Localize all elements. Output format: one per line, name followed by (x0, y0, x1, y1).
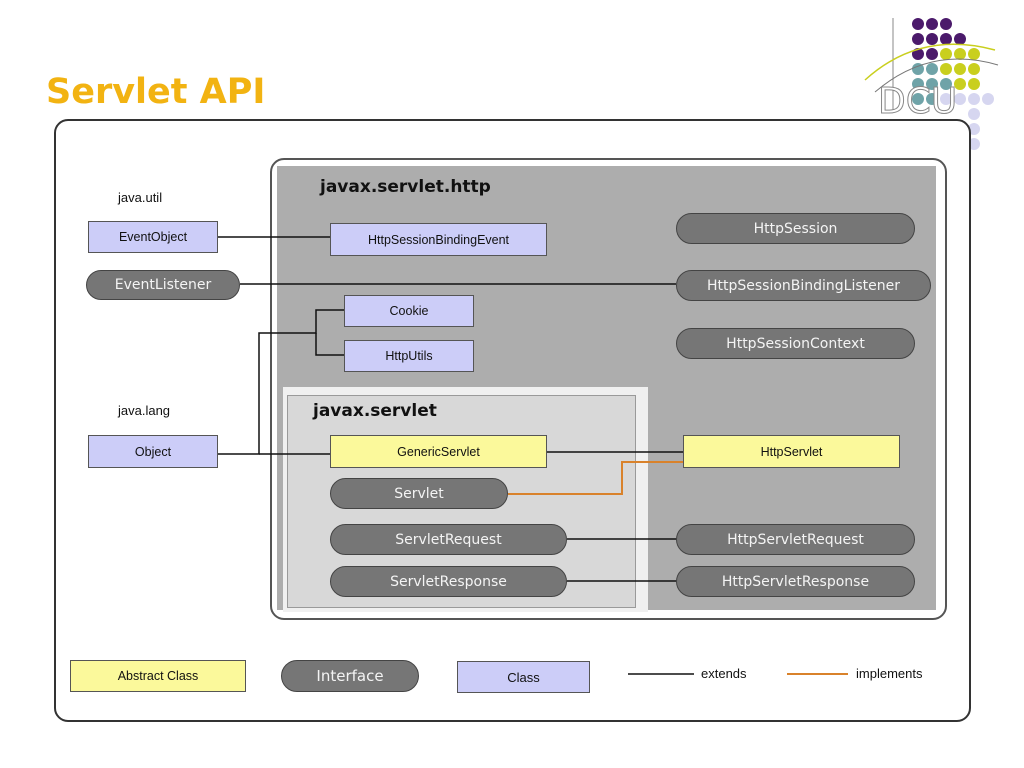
node-servletresponse[interactable]: ServletResponse (330, 566, 567, 597)
package-label-java-util: java.util (118, 190, 163, 205)
extends-line-object-httputils (315, 333, 344, 356)
legend-implements-label: implements (856, 666, 923, 681)
implements-line-servlet (508, 461, 683, 495)
node-eventobject[interactable]: EventObject (88, 221, 218, 253)
legend-interface: Interface (281, 660, 419, 692)
node-servlet[interactable]: Servlet (330, 478, 508, 509)
legend-extends-label: extends (701, 666, 747, 681)
slide-title: Servlet API (46, 72, 266, 112)
legend-class: Class (457, 661, 590, 693)
node-httpservletrequest[interactable]: HttpServletRequest (676, 524, 915, 555)
node-httputils[interactable]: HttpUtils (344, 340, 474, 372)
node-httpsessionbindinglistener[interactable]: HttpSessionBindingListener (676, 270, 931, 301)
package-label-servlet: javax.servlet (313, 401, 437, 421)
node-servletrequest[interactable]: ServletRequest (330, 524, 567, 555)
extends-line-object-cookie (218, 309, 344, 455)
dcu-logo: DCU (864, 18, 999, 150)
node-eventlistener[interactable]: EventListener (86, 270, 240, 300)
package-label-http: javax.servlet.http (320, 177, 491, 197)
node-httpsession[interactable]: HttpSession (676, 213, 915, 244)
node-httpservlet[interactable]: HttpServlet (683, 435, 900, 468)
node-httpsessioncontext[interactable]: HttpSessionContext (676, 328, 915, 359)
node-genericservlet[interactable]: GenericServlet (330, 435, 547, 468)
node-httpservletresponse[interactable]: HttpServletResponse (676, 566, 915, 597)
legend-abstract-class: Abstract Class (70, 660, 246, 692)
node-object[interactable]: Object (88, 435, 218, 468)
node-cookie[interactable]: Cookie (344, 295, 474, 327)
package-label-java-lang: java.lang (118, 403, 171, 418)
logo-dots (912, 18, 994, 150)
node-httpsessionbindingevent[interactable]: HttpSessionBindingEvent (330, 223, 547, 256)
svg-text:DCU: DCU (878, 81, 957, 122)
